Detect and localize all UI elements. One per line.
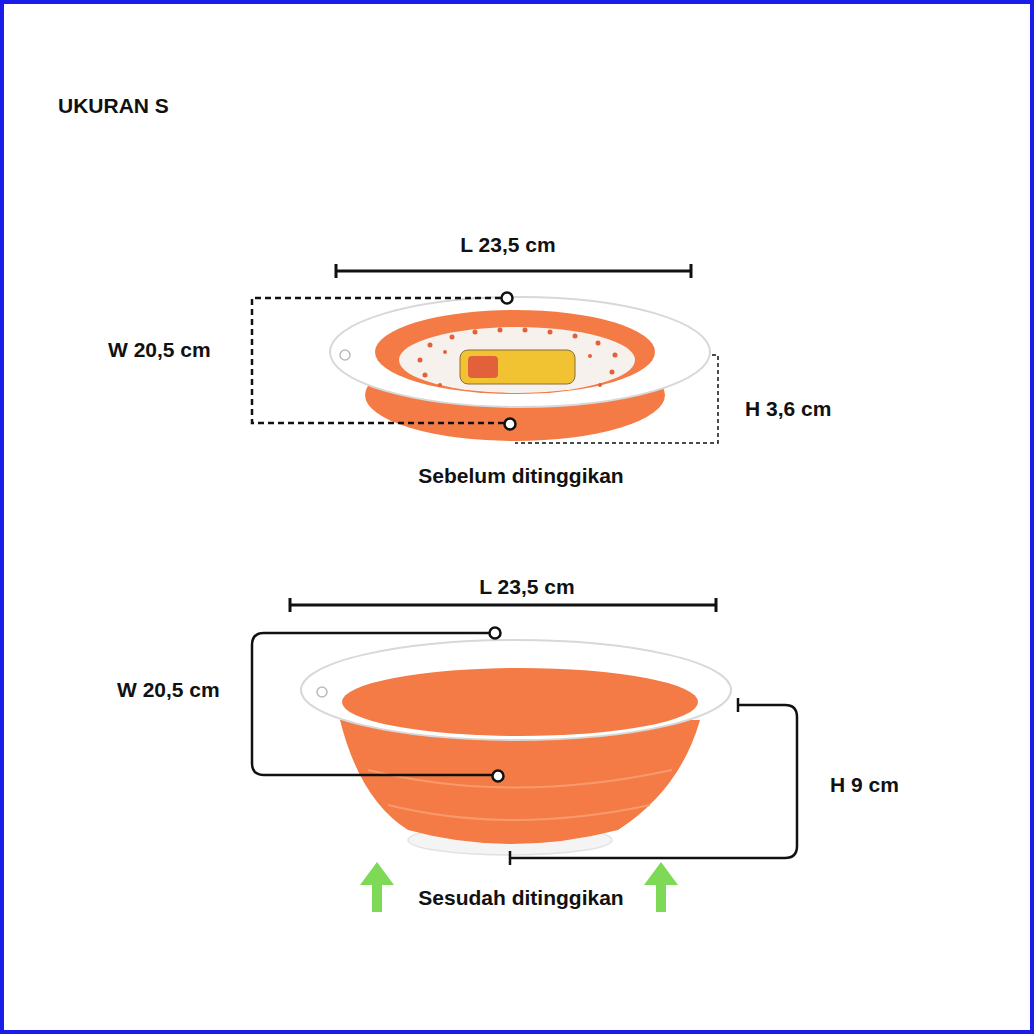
dimension-label: W 20,5 cm: [108, 338, 211, 361]
dimension-label: H 3,6 cm: [745, 397, 831, 420]
dimension-lines-top: [252, 264, 718, 443]
expanded-colander: [301, 640, 731, 855]
dimension-label: H 9 cm: [830, 773, 899, 796]
size-title: UKURAN S: [58, 94, 169, 117]
state-caption: Sebelum ditinggikan: [418, 464, 623, 487]
dimension-lines-bottom: [252, 598, 797, 865]
collapsed-colander: [330, 297, 710, 441]
state-caption: Sesudah ditinggikan: [418, 886, 623, 909]
dimension-label: W 20,5 cm: [117, 678, 220, 701]
dimension-label: L 23,5 cm: [460, 233, 555, 256]
dimension-label: L 23,5 cm: [479, 575, 574, 598]
up-arrows: [360, 862, 678, 912]
